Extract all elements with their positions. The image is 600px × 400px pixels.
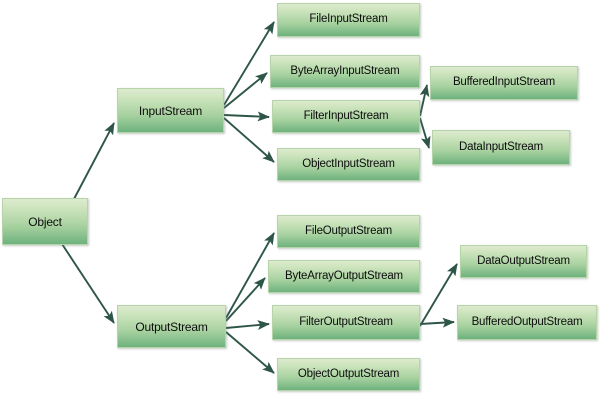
node-label-output_stream: OutputStream: [135, 319, 208, 334]
node-label-filter_output_stream: FilterOutputStream: [299, 315, 393, 328]
node-label-buffered_input_stream: BufferedInputStream: [452, 76, 556, 89]
edge-inputstream-to-bytearrayinputstream: [223, 72, 268, 109]
node-label-file_output_stream: FileOutputStream: [305, 224, 392, 237]
node-label-input_stream: InputStream: [138, 103, 203, 118]
node-label-data_input_stream: DataInputStream: [459, 140, 543, 153]
edge-inputstream-to-filterinputstream: [223, 111, 270, 122]
node-label-object_input_stream: ObjectInputStream: [302, 157, 395, 170]
node-buffered_input_stream[interactable]: BufferedInputStream: [430, 66, 578, 100]
node-file_output_stream[interactable]: FileOutputStream: [277, 215, 420, 248]
node-label-data_output_stream: DataOutputStream: [477, 254, 570, 267]
edge-outputstream-to-objectoutputstream: [225, 331, 275, 374]
node-label-buffered_output_stream: BufferedOutputStream: [471, 315, 583, 328]
edge-object-to-inputstream: [73, 122, 115, 200]
node-object_output_stream[interactable]: ObjectOutputStream: [277, 358, 420, 391]
node-input_stream[interactable]: InputStream: [117, 88, 224, 133]
edge-filterinputstream-to-bufferedinputstream: [419, 84, 430, 117]
node-buffered_output_stream[interactable]: BufferedOutputStream: [457, 305, 597, 340]
node-output_stream[interactable]: OutputStream: [117, 305, 226, 348]
edge-outputstream-to-fileoutputstream: [225, 232, 275, 319]
node-data_output_stream[interactable]: DataOutputStream: [460, 245, 587, 278]
node-file_input_stream[interactable]: FileInputStream: [277, 3, 420, 37]
node-label-filter_input_stream: FilterInputStream: [303, 109, 389, 122]
edge-filterinputstream-to-datainputstream: [419, 117, 431, 149]
edge-outputstream-to-filteroutputstream: [225, 320, 270, 330]
edge-filteroutputstream-to-bufferedoutputstream: [419, 317, 455, 328]
edge-object-to-outputstream: [61, 243, 115, 324]
node-filter_input_stream[interactable]: FilterInputStream: [272, 100, 420, 133]
node-label-object: Object: [28, 214, 62, 229]
node-label-bytearray_input_stream: ByteArrayInputStream: [290, 64, 400, 77]
node-data_input_stream[interactable]: DataInputStream: [432, 130, 570, 165]
node-filter_output_stream[interactable]: FilterOutputStream: [272, 305, 420, 340]
edge-filteroutputstream-to-dataoutputstream: [419, 263, 458, 327]
node-label-file_input_stream: FileInputStream: [309, 13, 388, 26]
node-object_input_stream[interactable]: ObjectInputStream: [277, 148, 420, 181]
node-label-object_output_stream: ObjectOutputStream: [297, 367, 400, 380]
node-label-bytearray_output_stream: ByteArrayOutputStream: [285, 269, 403, 282]
edge-outputstream-to-bytearrayoutputstream: [225, 277, 266, 322]
node-object[interactable]: Object: [2, 198, 88, 245]
edge-inputstream-to-fileinputstream: [223, 21, 275, 106]
node-bytearray_output_stream[interactable]: ByteArrayOutputStream: [268, 260, 420, 293]
node-bytearray_input_stream[interactable]: ByteArrayInputStream: [270, 55, 420, 88]
edge-inputstream-to-objectinputstream: [223, 117, 275, 163]
